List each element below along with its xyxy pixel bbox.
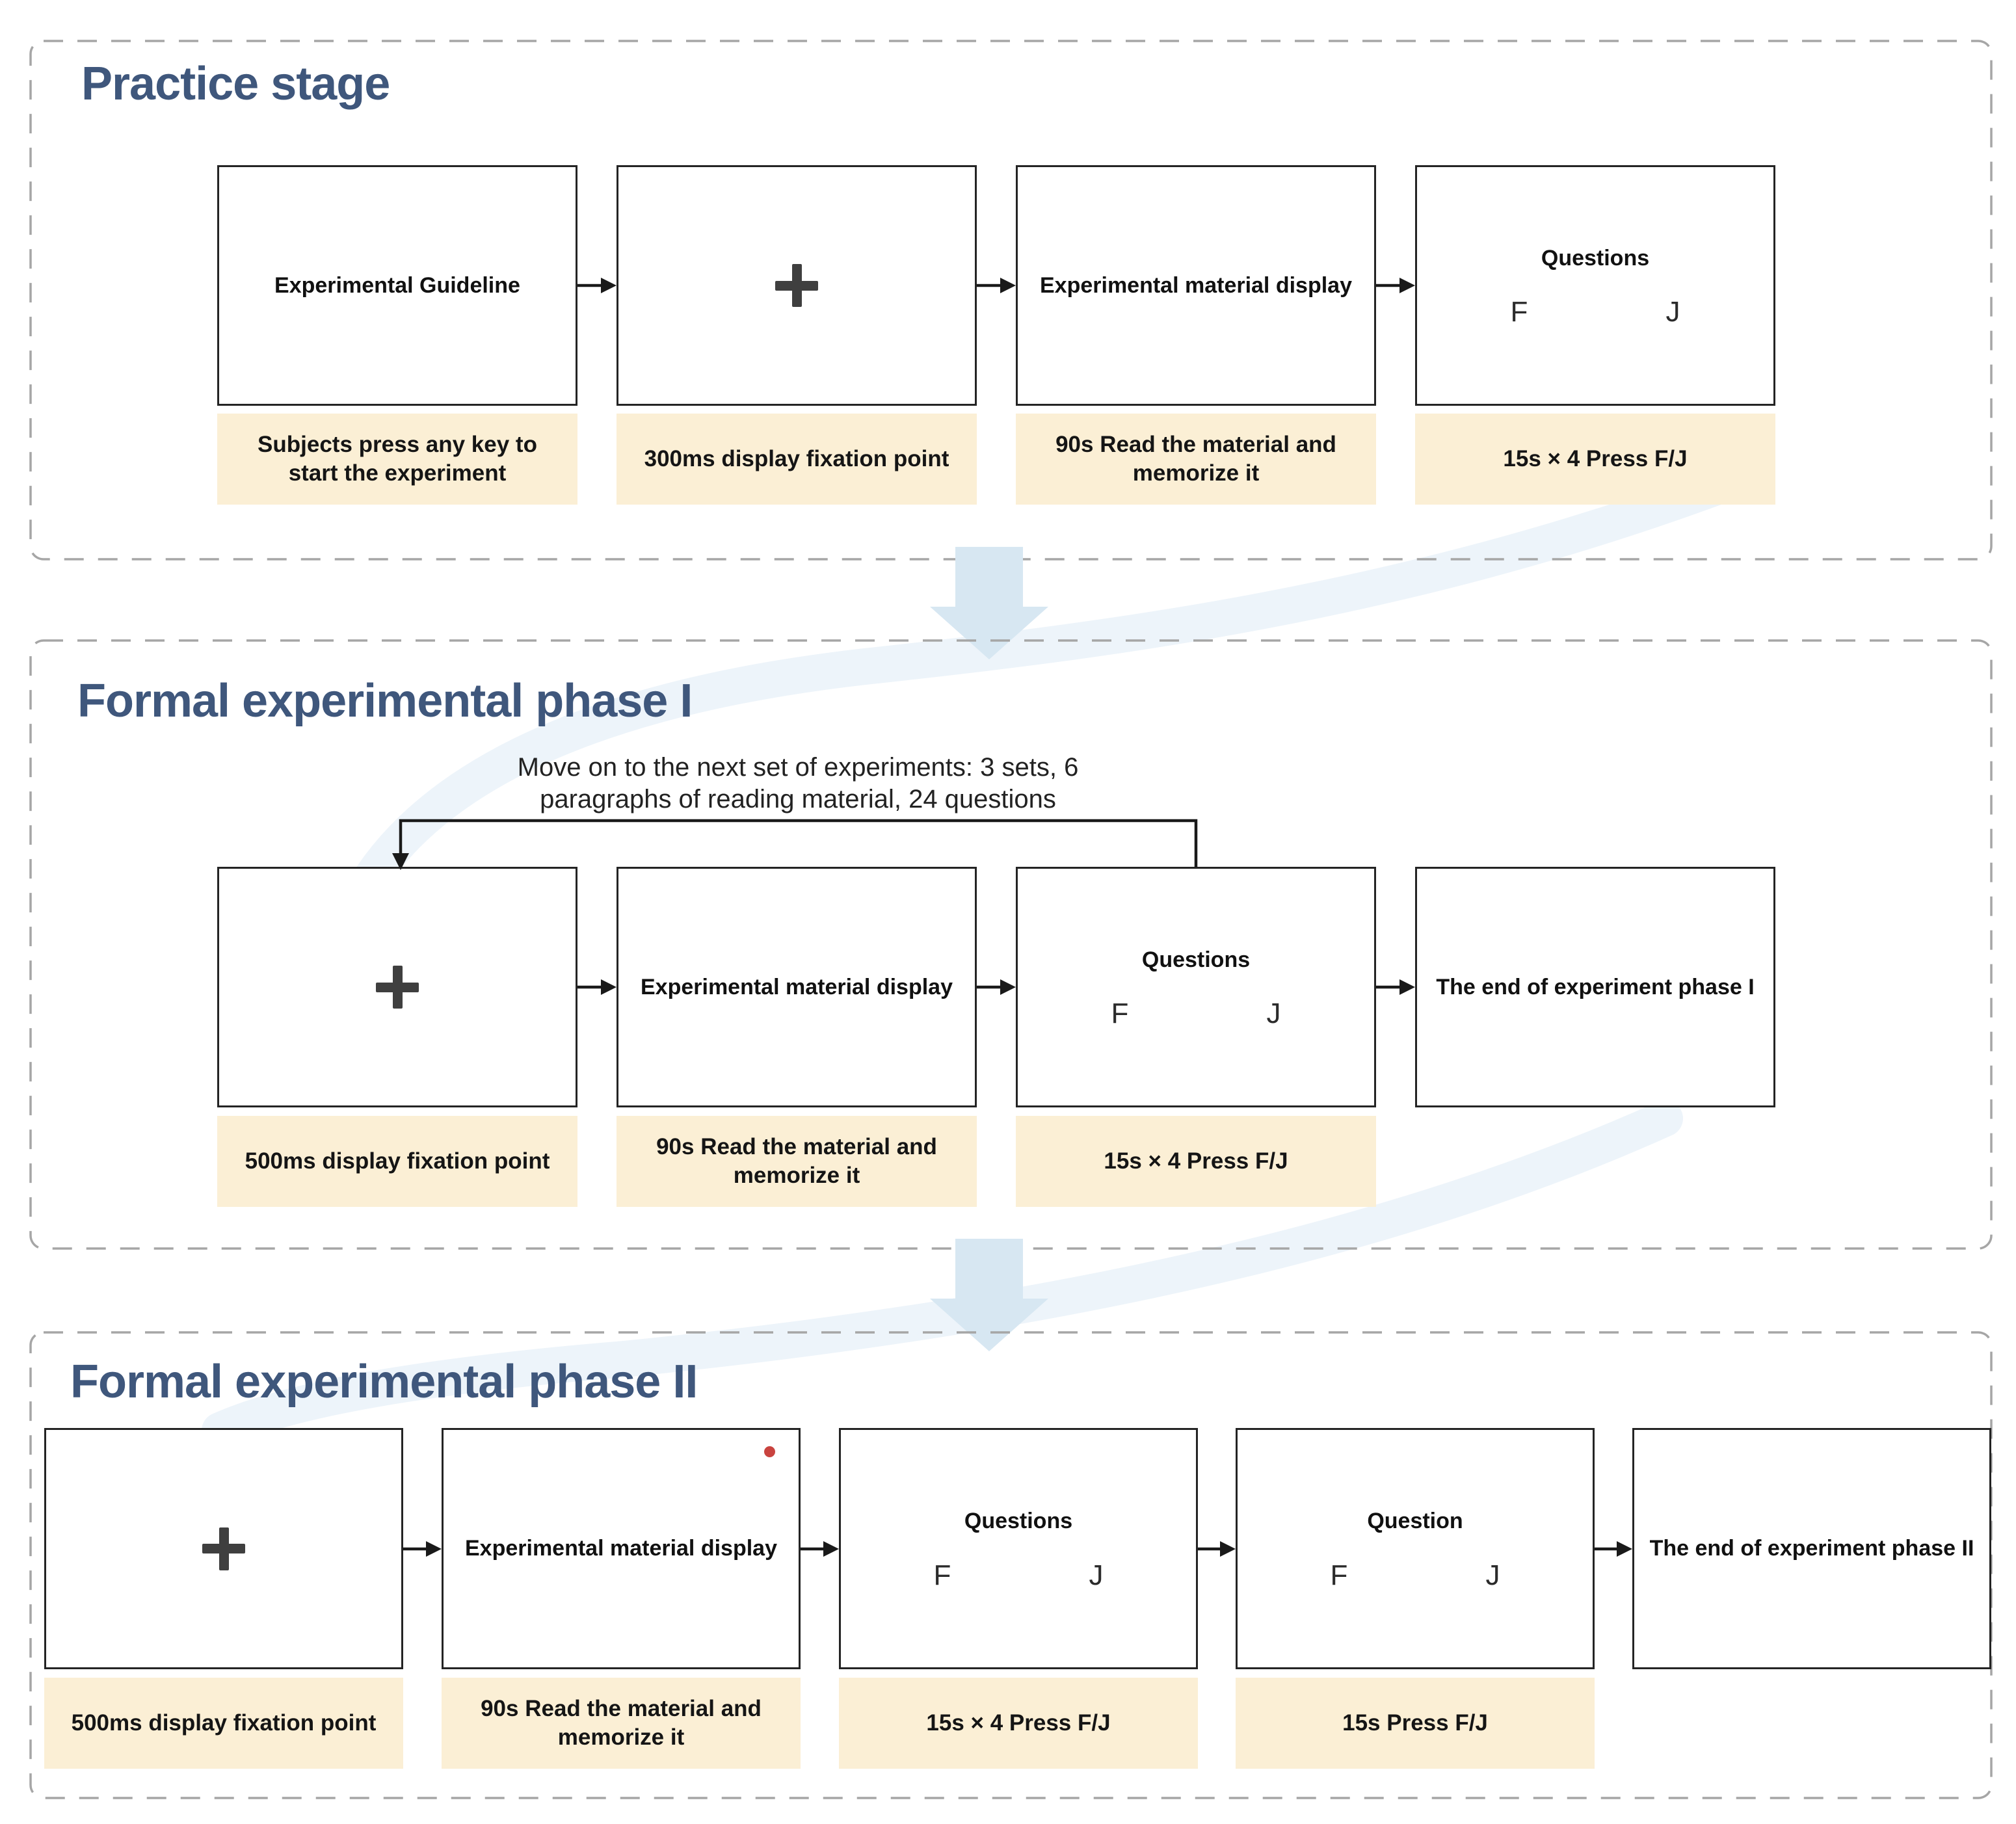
- key-letter-f: F: [1111, 998, 1129, 1030]
- screen-box-material: Experimental material display: [617, 867, 977, 1107]
- screen-box-material: Experimental material display: [1016, 165, 1376, 406]
- flow-arrow-right-icon: [403, 1541, 442, 1557]
- caption-question: 15s Press F/J: [1236, 1678, 1595, 1769]
- screen-box-fixation: [217, 867, 577, 1107]
- fixation-cross-icon: [376, 966, 419, 1009]
- screen-box-label: Questions: [964, 1509, 1073, 1534]
- screen-box-label: Question: [1367, 1509, 1463, 1534]
- flow-arrow-right-icon: [977, 278, 1016, 293]
- caption-questions: 15s × 4 Press F/J: [839, 1678, 1198, 1769]
- caption-material: 90s Read the material and memorize it: [617, 1116, 977, 1207]
- fixation-cross-icon: [202, 1527, 245, 1570]
- screen-box-label: Experimental material display: [1040, 272, 1352, 298]
- flow-arrow-right-icon: [977, 979, 1016, 995]
- section-title-formal-phase-2: Formal experimental phase II: [70, 1356, 698, 1408]
- screen-box-fixation: [617, 165, 977, 406]
- section-title-formal-phase-1: Formal experimental phase I: [77, 675, 693, 727]
- flow-arrow-right-icon: [1595, 1541, 1632, 1557]
- screen-box-label: Questions: [1141, 947, 1251, 972]
- caption-fixation: 500ms display fixation point: [217, 1116, 577, 1207]
- screen-box-label: Questions: [1541, 245, 1650, 271]
- key-letter-j: J: [1485, 1559, 1500, 1591]
- key-letter-j: J: [1665, 296, 1680, 328]
- response-keys: F J: [1111, 999, 1281, 1028]
- key-letter-f: F: [933, 1559, 951, 1591]
- section-divider-arrow-down-icon: [930, 547, 1048, 659]
- screen-box-fixation: [44, 1428, 403, 1669]
- flow-arrow-right-icon: [1376, 979, 1415, 995]
- flow-arrow-right-icon: [1198, 1541, 1236, 1557]
- screen-box-label: Experimental Guideline: [274, 272, 520, 298]
- flow-arrow-right-icon: [801, 1541, 839, 1557]
- flow-arrow-right-icon: [1376, 278, 1415, 293]
- caption-questions: 15s × 4 Press F/J: [1415, 414, 1775, 505]
- fixation-cross-icon: [775, 264, 818, 307]
- caption-questions: 15s × 4 Press F/J: [1016, 1116, 1376, 1207]
- key-letter-j: J: [1089, 1559, 1104, 1591]
- screen-box-guideline: Experimental Guideline: [217, 165, 577, 406]
- screen-box-end-phase-2: The end of experiment phase II: [1632, 1428, 1991, 1669]
- loop-back-arrow-icon: [392, 819, 1198, 870]
- screen-box-material: Experimental material display: [442, 1428, 801, 1669]
- section-title-practice-stage: Practice stage: [81, 58, 390, 110]
- screen-box-label: Experimental material display: [465, 1536, 777, 1561]
- loop-annotation-line2: paragraphs of reading material, 24 quest…: [540, 785, 1056, 813]
- caption-fixation: 500ms display fixation point: [44, 1678, 403, 1769]
- screen-box-questions: Questions F J: [1016, 867, 1376, 1107]
- screen-box-questions: Questions F J: [839, 1428, 1198, 1669]
- screen-box-question: Question F J: [1236, 1428, 1595, 1669]
- section-divider-arrow-down-icon: [930, 1239, 1048, 1351]
- caption-fixation: 300ms display fixation point: [617, 414, 977, 505]
- key-letter-f: F: [1510, 296, 1528, 328]
- response-keys: F J: [1511, 298, 1680, 326]
- key-letter-j: J: [1266, 998, 1281, 1030]
- screen-box-label: The end of experiment phase I: [1436, 974, 1755, 999]
- screen-box-end-phase-1: The end of experiment phase I: [1415, 867, 1775, 1107]
- caption-material: 90s Read the material and memorize it: [1016, 414, 1376, 505]
- screen-box-questions: Questions F J: [1415, 165, 1775, 406]
- flow-arrow-right-icon: [577, 979, 617, 995]
- key-letter-f: F: [1330, 1559, 1348, 1591]
- response-keys: F J: [1331, 1561, 1500, 1590]
- caption-material: 90s Read the material and memorize it: [442, 1678, 801, 1769]
- flow-arrow-right-icon: [577, 278, 617, 293]
- screen-box-label: Experimental material display: [641, 974, 953, 999]
- loop-annotation: Move on to the next set of experiments: …: [518, 752, 1079, 815]
- caption-guideline: Subjects press any key to start the expe…: [217, 414, 577, 505]
- loop-annotation-line1: Move on to the next set of experiments: …: [517, 753, 1079, 782]
- response-keys: F J: [934, 1561, 1104, 1590]
- red-dot-icon: [764, 1446, 775, 1457]
- screen-box-label: The end of experiment phase II: [1649, 1536, 1974, 1561]
